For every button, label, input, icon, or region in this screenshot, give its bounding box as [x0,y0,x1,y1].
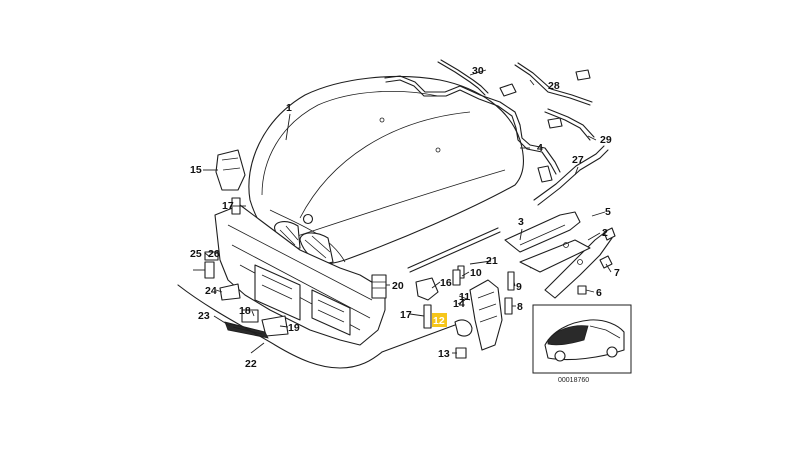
callout-26: 26 [208,248,220,260]
callout-22: 22 [245,358,257,370]
callout-12-highlighted: 12 [432,313,447,327]
callout-1: 1 [286,102,292,114]
callout-16: 16 [440,277,452,289]
callout-30: 30 [472,65,484,77]
callout-23: 23 [198,310,210,322]
callout-8: 8 [517,301,523,313]
callout-12: 12 [433,315,445,327]
front-panel [214,204,386,346]
document-number: 00018760 [558,377,589,384]
callout-6: 6 [596,287,602,299]
clip-icon [499,69,591,129]
callout-19: 19 [288,322,300,334]
callout-17-upper: 17 [222,200,234,212]
release-cable [177,269,503,369]
callout-4: 4 [537,142,543,154]
callout-labels: 1 2 3 4 5 6 7 8 9 10 11 12 13 14 15 16 1… [190,65,620,370]
callout-29: 29 [600,134,612,146]
hinge-assembly [407,211,616,315]
left-bracket-parts [204,149,289,339]
callout-21: 21 [486,255,498,267]
callout-27: 27 [572,154,584,166]
callout-14: 14 [453,298,465,310]
seal-strips [384,59,609,206]
callout-25: 25 [190,248,202,260]
callout-28: 28 [548,80,560,92]
callout-11: 11 [459,291,470,303]
callout-18: 18 [239,305,251,317]
callout-10: 10 [470,267,482,279]
callout-17-lower: 17 [400,309,412,321]
callout-2: 2 [602,227,608,239]
callout-9: 9 [516,281,522,293]
callout-20: 20 [392,280,404,292]
car-thumbnail [532,304,632,374]
callout-24: 24 [205,285,217,297]
leader-lines [193,69,612,354]
callout-13: 13 [438,348,450,360]
callout-7: 7 [614,267,620,279]
callout-15: 15 [190,164,202,176]
callout-5: 5 [605,206,611,218]
callout-3: 3 [518,216,524,228]
